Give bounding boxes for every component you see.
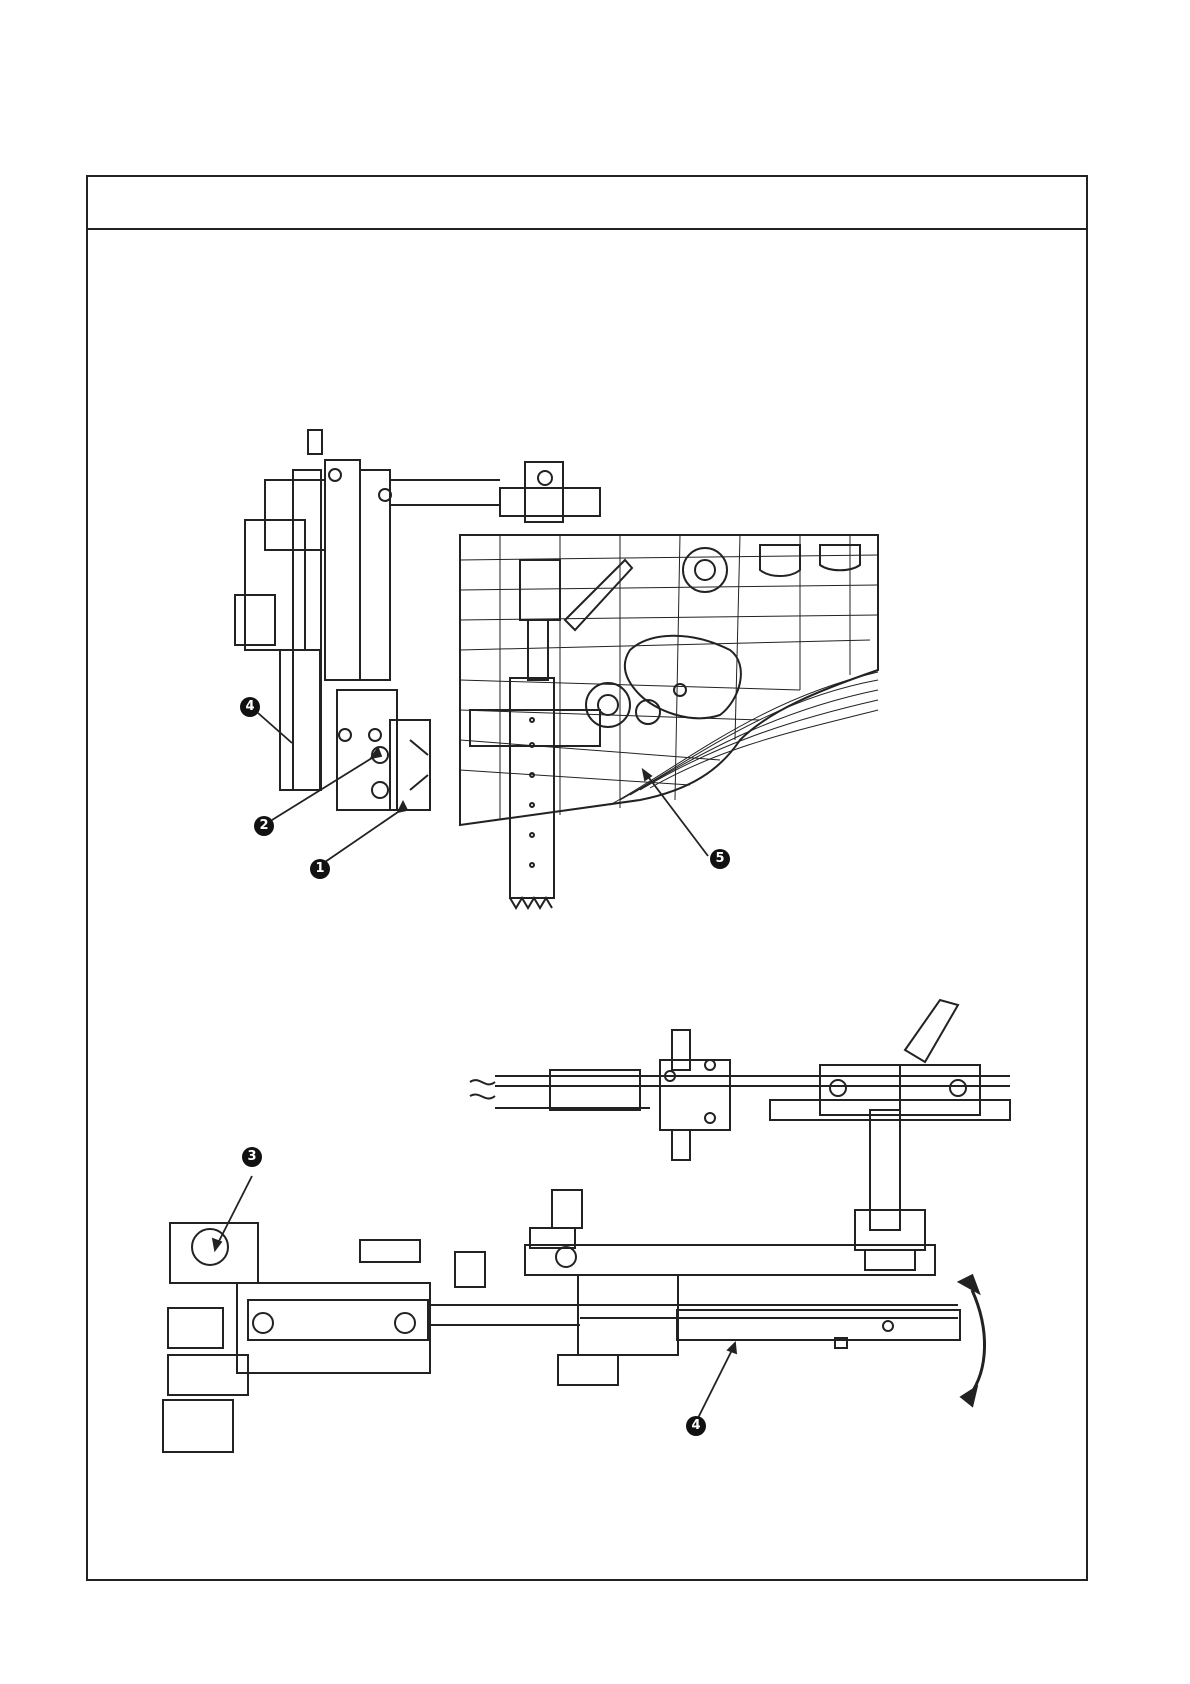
upper-rail-assembly	[470, 1000, 1010, 1270]
lower-arm-assembly	[163, 1190, 960, 1452]
callout-4-bottom: 4	[686, 1416, 706, 1436]
rotation-arrow	[960, 1276, 985, 1405]
bottom-leader-lines	[213, 1176, 736, 1420]
callout-3: 3	[242, 1147, 262, 1167]
